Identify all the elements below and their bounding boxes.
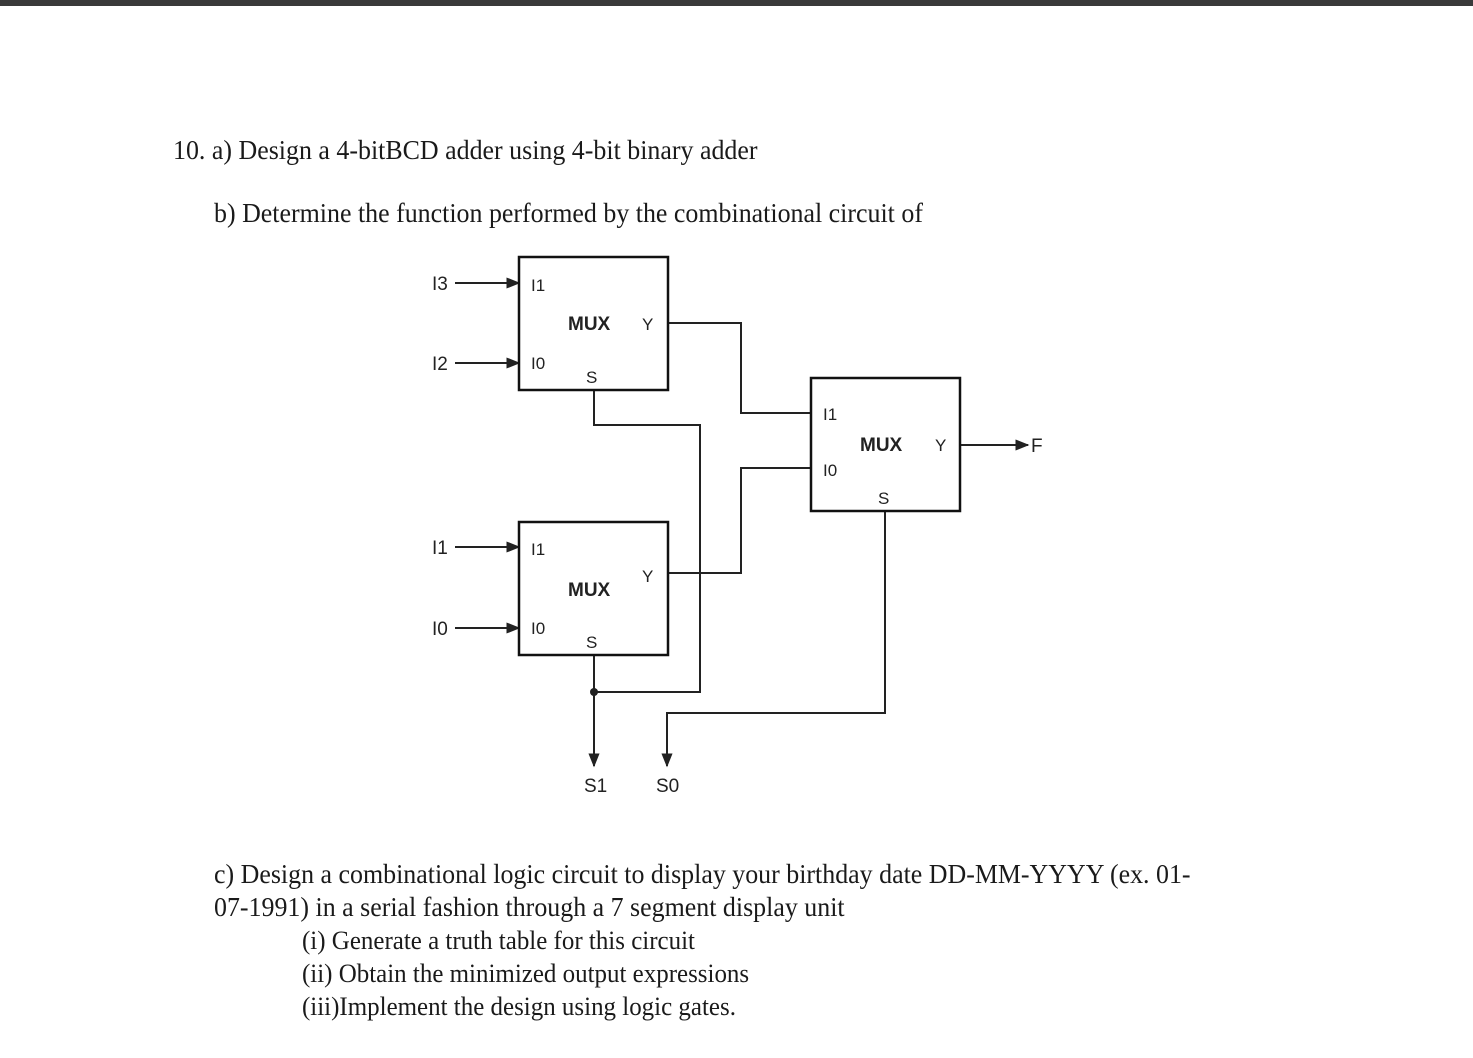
mux-bottom: I1 I0 MUX Y S xyxy=(517,520,670,657)
mux-right-pin-y: Y xyxy=(935,436,946,455)
question-part-b: b) Determine the function performed by t… xyxy=(214,198,923,228)
wire-mux2-y xyxy=(668,467,811,574)
junction-dot xyxy=(590,688,598,696)
question-part-c-item-1: (i) Generate a truth table for this circ… xyxy=(302,926,695,955)
mux-bottom-pin-i1: I1 xyxy=(531,540,545,559)
input-label-i3: I3 xyxy=(432,274,448,295)
input-label-i0: I0 xyxy=(432,619,448,640)
select-label-s1: S1 xyxy=(584,776,607,797)
mux-top-pin-i0: I0 xyxy=(531,354,545,373)
mux-bottom-box xyxy=(517,520,670,657)
mux-right: I1 I0 MUX Y S xyxy=(809,376,962,513)
question-part-a: 10. a) Design a 4-bitBCD adder using 4-b… xyxy=(173,135,758,165)
select-label-s0: S0 xyxy=(656,776,679,797)
mux-right-pin-i0: I0 xyxy=(823,461,837,480)
mux-bottom-pin-s: S xyxy=(586,633,597,652)
top-border xyxy=(0,0,1473,6)
mux-right-label: MUX xyxy=(860,435,903,456)
output-label-f: F xyxy=(1031,436,1043,457)
mux-bottom-pin-y: Y xyxy=(642,567,653,586)
mux-bottom-pin-i0: I0 xyxy=(531,619,545,638)
mux-right-pin-s: S xyxy=(878,489,889,508)
mux-top: I1 I0 MUX Y S xyxy=(517,255,670,392)
question-part-c-line1: c) Design a combinational logic circuit … xyxy=(214,859,1191,889)
mux-right-box xyxy=(809,376,962,513)
question-part-c-line2: 07-1991) in a serial fashion through a 7… xyxy=(214,892,845,922)
mux-right-pin-i1: I1 xyxy=(823,405,837,424)
mux-top-pin-y: Y xyxy=(642,315,653,334)
question-part-c-item-3: (iii)Implement the design using logic ga… xyxy=(302,992,736,1021)
question-part-c-item-2: (ii) Obtain the minimized output express… xyxy=(302,959,750,988)
mux-top-box xyxy=(517,255,670,392)
mux-top-label: MUX xyxy=(568,314,611,335)
input-label-i2: I2 xyxy=(432,354,448,375)
mux-top-pin-i1: I1 xyxy=(531,276,545,295)
mux-bottom-label: MUX xyxy=(568,580,611,601)
mux-top-pin-s: S xyxy=(586,368,597,387)
input-label-i1: I1 xyxy=(432,538,448,559)
wire-mux1-y xyxy=(668,322,811,414)
wire-mux1-s xyxy=(593,390,701,693)
wire-s0 xyxy=(661,511,886,768)
